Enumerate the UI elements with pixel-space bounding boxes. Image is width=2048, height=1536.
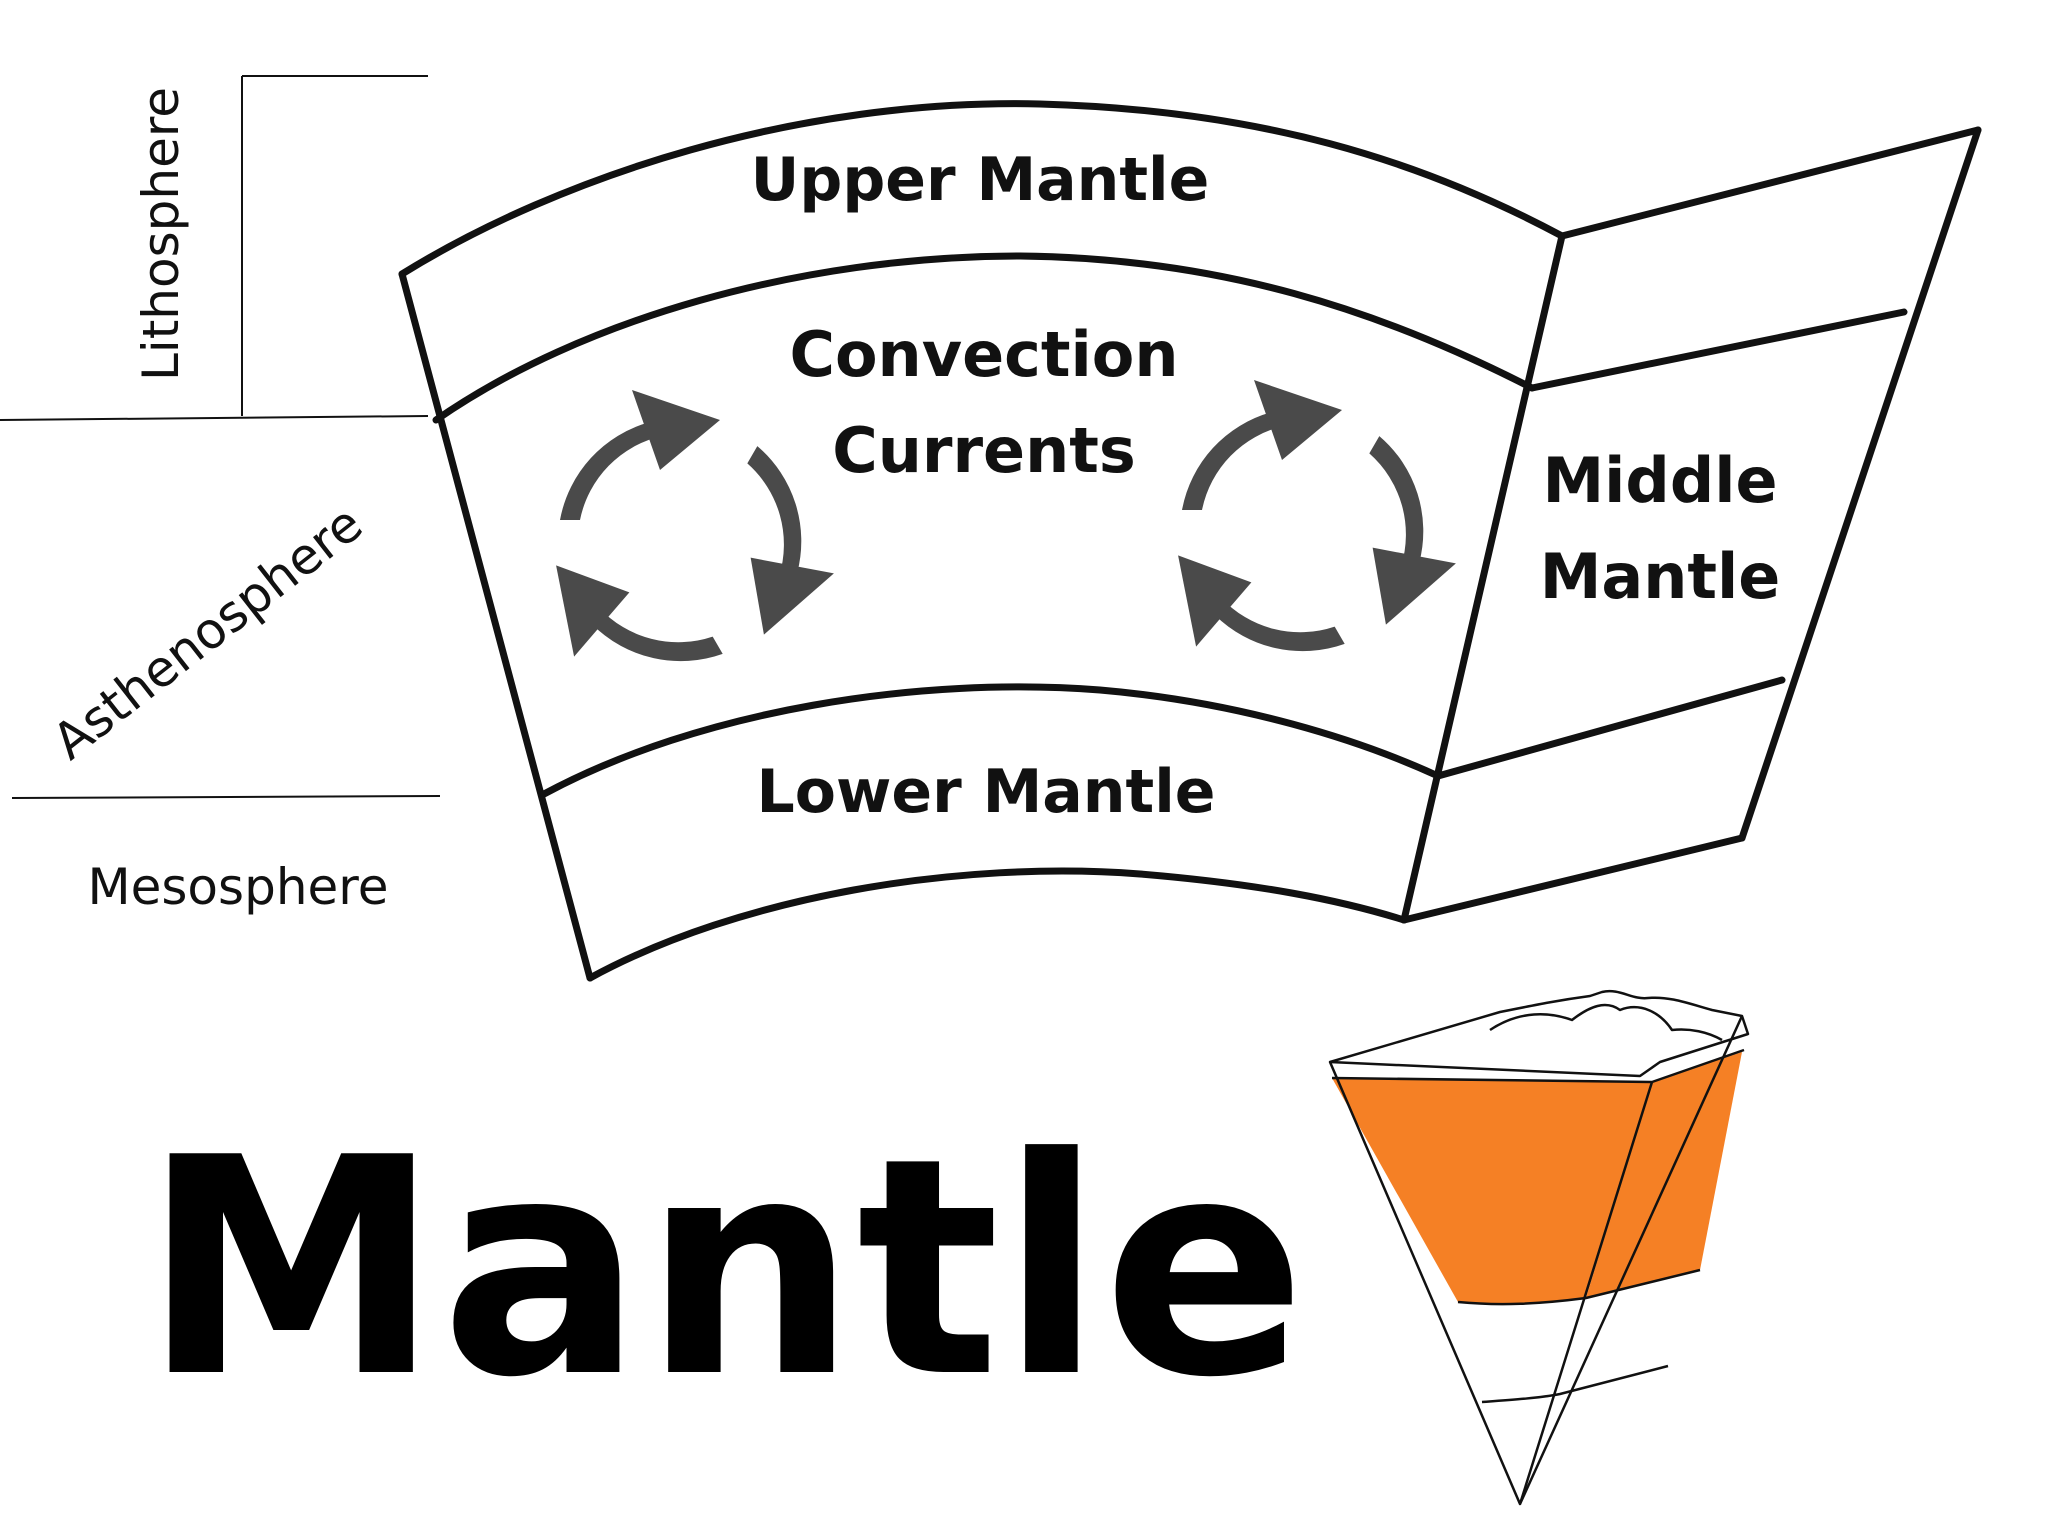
mesosphere-label: Mesosphere [87,858,388,916]
cycle-arrow-segment [747,446,834,635]
front-right-edge [1400,232,1566,924]
mantle-title: Mantle [142,1094,1306,1443]
wedge-layer-1 [1331,1048,1745,1084]
mantle-block [398,100,1982,982]
lithosphere-bottom-line [0,415,429,421]
side-lower-boundary [1434,676,1786,780]
wedge-mountains [1489,1003,1723,1042]
wedge-layer-3 [1481,1364,1669,1404]
earth-wedge-icon [1328,989,1750,1506]
side-bracket [0,75,441,799]
middle-mantle-label-line1: Middle [1542,444,1777,517]
front-top-edge [398,100,1566,278]
asthenosphere-bottom-line [11,795,441,799]
lower-mantle-boundary [540,683,1442,798]
asthenosphere-label: Asthenosphere [42,494,373,771]
convection-cycle-icon-right [1178,380,1456,652]
wedge-mantle-side [1586,1052,1742,1298]
side-bottom-edge [1400,834,1746,924]
convection-cycle-icon-left [556,390,834,662]
lithosphere-label: Lithosphere [132,87,190,381]
wedge-mantle-front [1332,1078,1652,1305]
side-right-edge [1738,126,1982,842]
cycle-arrow-segment [560,390,720,520]
upper-mantle-label: Upper Mantle [751,145,1210,215]
wedge-layer-2 [1457,1268,1701,1306]
middle-mantle-label-line2: Mantle [1540,540,1781,613]
cycle-arrow-segment [556,565,723,662]
convection-currents-label-line1: Convection [789,318,1178,391]
front-left-edge [398,270,594,982]
wedge-side-outline [1518,1015,1744,1505]
upper-mantle-boundary [432,252,1536,424]
side-top-edge [1558,126,1982,240]
front-bottom-edge [586,867,1408,982]
lower-mantle-label: Lower Mantle [757,757,1216,827]
cycle-arrow-segment [1369,436,1456,625]
wedge-crust-top [1328,989,1750,1078]
cycle-arrow-segment [1178,555,1345,652]
cycle-arrow-segment [1182,380,1342,510]
convection-currents-label-line2: Currents [832,414,1136,487]
side-upper-boundary [1528,308,1908,392]
